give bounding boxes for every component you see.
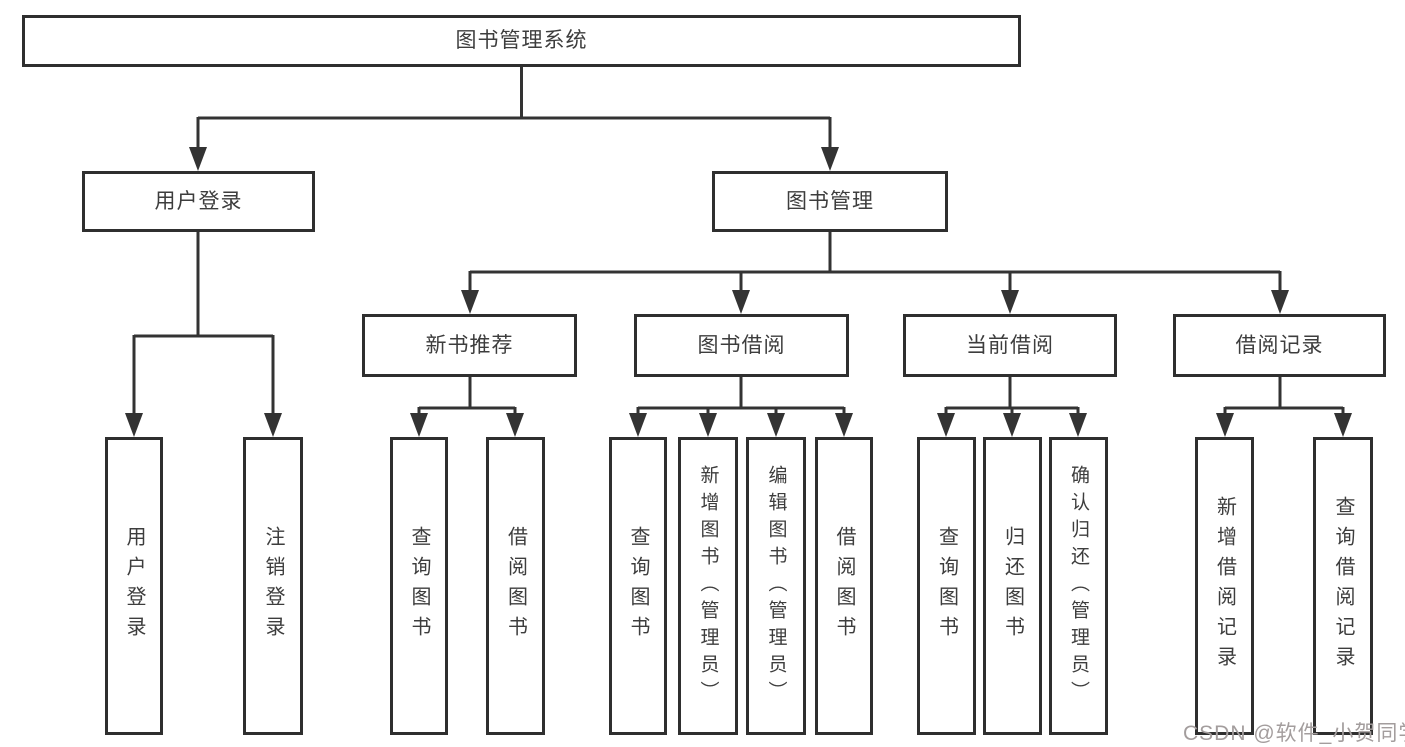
- leaf-add-books-admin: 新增图书（管理员）: [678, 437, 738, 735]
- leaf-edit-books-admin: 编辑图书（管理员）: [746, 437, 806, 735]
- node-new-book-recommend: 新书推荐: [362, 314, 577, 377]
- leaf-user-login: 用户登录: [105, 437, 163, 735]
- node-book-borrow: 图书借阅: [634, 314, 849, 377]
- node-borrow-records: 借阅记录: [1173, 314, 1386, 377]
- leaf-add-borrow-record: 新增借阅记录: [1195, 437, 1254, 735]
- watermark: CSDN @软件_小贺同学: [1183, 722, 1405, 745]
- leaf-logout: 注销登录: [243, 437, 303, 735]
- leaf-query-books-1: 查询图书: [390, 437, 448, 735]
- arrowhead-icons: [125, 147, 1352, 437]
- leaf-return-books: 归还图书: [983, 437, 1042, 735]
- node-user-login: 用户登录: [82, 171, 315, 232]
- node-book-management: 图书管理: [712, 171, 948, 232]
- node-library-system: 图书管理系统: [22, 15, 1021, 67]
- leaf-query-books-2: 查询图书: [609, 437, 667, 735]
- node-current-borrow: 当前借阅: [903, 314, 1117, 377]
- leaf-borrow-books-2: 借阅图书: [815, 437, 873, 735]
- leaf-borrow-books-1: 借阅图书: [486, 437, 545, 735]
- leaf-confirm-return-admin: 确认归还（管理员）: [1049, 437, 1108, 735]
- leaf-query-borrow-record: 查询借阅记录: [1313, 437, 1373, 735]
- leaf-query-books-3: 查询图书: [917, 437, 976, 735]
